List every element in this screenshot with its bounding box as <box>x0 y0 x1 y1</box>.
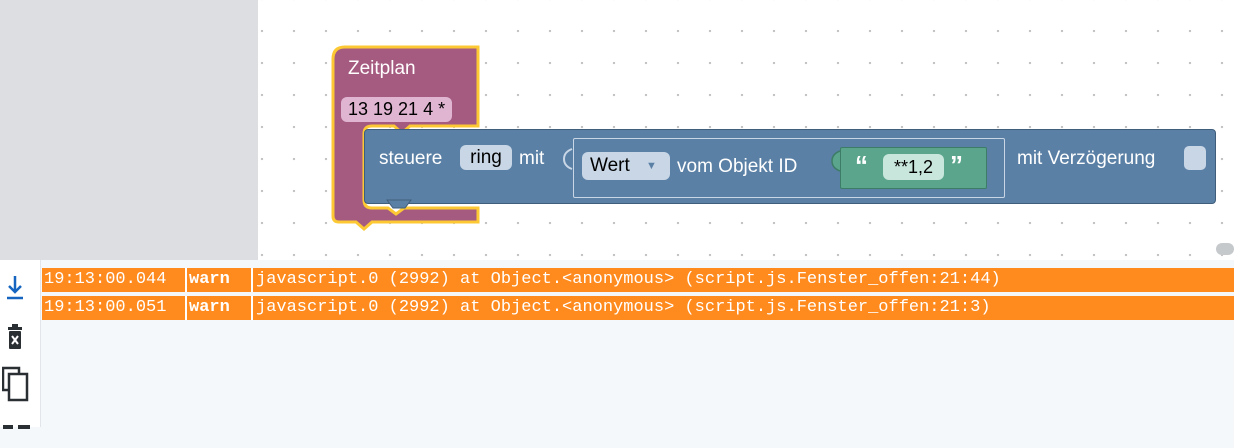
blockly-toolbox[interactable] <box>0 0 258 260</box>
log-row: 19:13:00.044 warn javascript.0 (2992) at… <box>42 268 1234 292</box>
log-level: warn <box>189 270 230 289</box>
string-connector <box>831 150 841 172</box>
log-message: javascript.0 (2992) at Object.<anonymous… <box>256 298 991 317</box>
delay-label: mit Verzögerung <box>1017 148 1156 169</box>
steuere-label: steuere <box>379 148 443 169</box>
log-level: warn <box>189 298 230 317</box>
zeitplan-block[interactable] <box>0 0 1234 260</box>
object-id-field[interactable]: **1,2 <box>883 154 944 180</box>
string-block[interactable] <box>840 147 987 189</box>
copy-icon[interactable] <box>1 366 29 402</box>
log-row: 19:13:00.051 warn javascript.0 (2992) at… <box>42 296 1234 320</box>
workspace-scrollbar[interactable] <box>1216 243 1234 255</box>
input-connector <box>562 148 573 170</box>
log-time: 19:13:00.044 <box>44 270 167 289</box>
close-quote-icon: ” <box>950 150 963 180</box>
cron-field[interactable]: 13 19 21 4 * <box>341 97 453 122</box>
log-separator <box>251 296 253 320</box>
wert-dropdown-label: Wert <box>590 155 630 176</box>
log-separator <box>185 268 187 292</box>
zeitplan-title: Zeitplan <box>348 58 416 79</box>
mit-label: mit <box>519 148 545 169</box>
variable-field[interactable]: ring <box>460 145 512 170</box>
more-icon[interactable] <box>2 418 30 448</box>
block-notch <box>386 199 412 209</box>
log-separator <box>185 296 187 320</box>
vom-objekt-label: vom Objekt ID <box>677 156 798 177</box>
scroll-down-icon[interactable] <box>2 270 28 300</box>
open-quote-icon: “ <box>855 150 868 180</box>
wert-dropdown[interactable]: Wert ▼ <box>582 152 670 180</box>
log-time: 19:13:00.051 <box>44 298 167 317</box>
log-separator <box>251 268 253 292</box>
chevron-down-icon: ▼ <box>646 160 657 172</box>
log-message: javascript.0 (2992) at Object.<anonymous… <box>256 270 1001 289</box>
clear-log-icon[interactable] <box>2 322 28 352</box>
delay-input[interactable] <box>1184 146 1206 170</box>
